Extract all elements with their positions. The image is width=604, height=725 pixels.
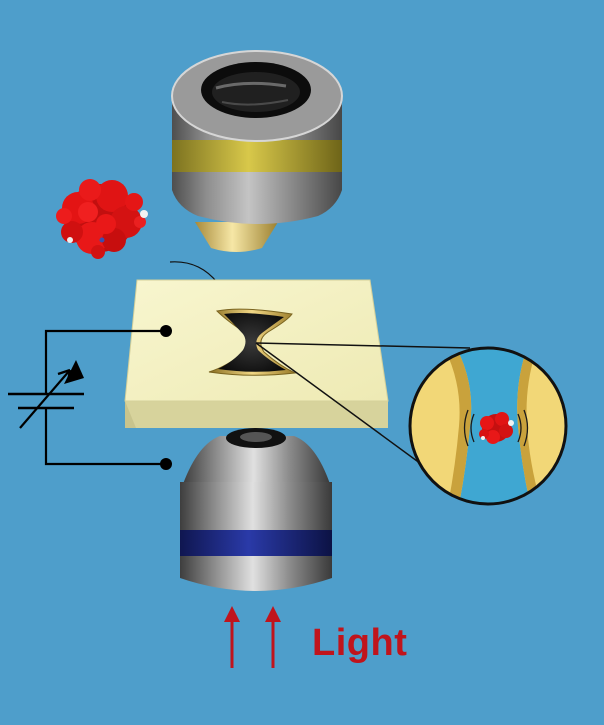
- electrode-plate: [124, 279, 389, 428]
- variable-arrowhead: [64, 360, 84, 384]
- zoom-line-top: [255, 342, 471, 349]
- light-label: Light: [312, 622, 408, 664]
- lower-objective-band: [180, 530, 332, 556]
- circuit: [44, 329, 166, 466]
- lower-objective: [180, 428, 332, 591]
- protein-molecule-icon: [56, 179, 148, 259]
- vibration-marks: [463, 409, 529, 447]
- trapped-protein-icon: [479, 412, 514, 444]
- zoom-line-bottom: [255, 342, 433, 473]
- lower-electrode-contact: [160, 458, 172, 470]
- upper-objective: [171, 50, 343, 252]
- upper-electrode-contact: [160, 325, 172, 337]
- zoom-inset: [408, 346, 568, 506]
- upper-objective-band: [172, 140, 342, 172]
- light-arrow-icon: [224, 606, 281, 668]
